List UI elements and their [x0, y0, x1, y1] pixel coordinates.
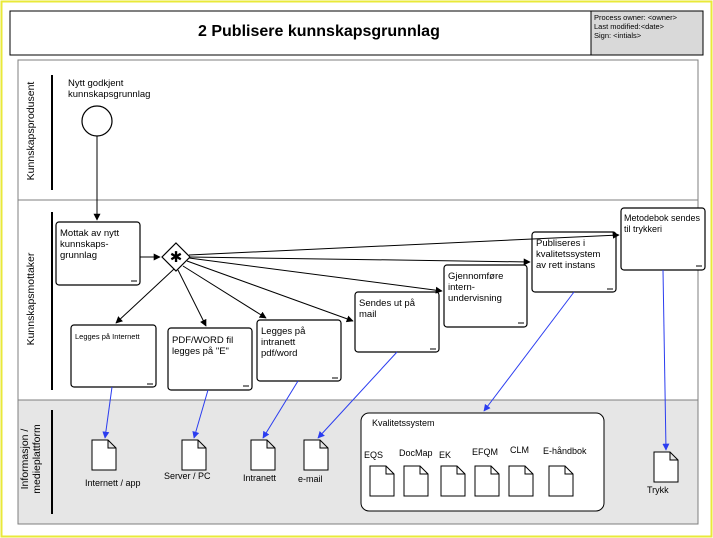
- doc-internett[interactable]: [91, 439, 117, 471]
- last-modified: Last modified:<date>: [594, 22, 665, 31]
- task-undervisning-label: Gjennomføre intern- undervisning: [448, 271, 504, 304]
- header-box: [9, 10, 704, 56]
- doc-label-server: Server / PC: [164, 471, 211, 481]
- task-trykk-label: Metodebok sendes til trykkeri: [624, 213, 701, 234]
- assoc-kvalitet: [483, 291, 575, 412]
- lane-label-kunnskapsprodusent: Kunnskapsprodusent: [25, 81, 37, 181]
- kvs-item-ehandbok: E-håndbok: [543, 446, 587, 456]
- flow-gateway-to-trykk: [188, 231, 620, 256]
- doc-docmap[interactable]: [403, 465, 429, 497]
- task-internett[interactable]: [70, 324, 157, 388]
- doc-efqm[interactable]: [474, 465, 500, 497]
- sign: Sign: <intials>: [594, 31, 642, 40]
- lane-label-medieplattform: Informasjon / medieplattform: [19, 394, 43, 524]
- lane-label-kunnskapsmottaker: Kunnskapsmottaker: [25, 252, 37, 346]
- doc-eqs[interactable]: [369, 465, 395, 497]
- process-owner: Process owner: <owner>: [594, 13, 677, 22]
- task-markers: [131, 265, 702, 387]
- meta-box: [590, 10, 704, 56]
- flow-gateway-to-pdf: [177, 269, 207, 327]
- task-mottak[interactable]: [55, 221, 141, 286]
- kvalitetssystem-title: Kvalitetssystem: [372, 418, 435, 428]
- doc-intranett[interactable]: [250, 439, 276, 471]
- flow-gateway-to-intranett: [182, 265, 267, 319]
- task-pdf[interactable]: [167, 327, 253, 391]
- kvs-item-ek: EK: [439, 450, 452, 460]
- doc-label-trykk: Trykk: [647, 485, 669, 495]
- task-intranett[interactable]: [256, 319, 342, 382]
- task-mottak-label: Mottak av nytt kunnskaps- grunnlag: [60, 228, 120, 261]
- task-kvalitet-label: Publiseres i kvalitetssystem av rett ins…: [536, 238, 601, 271]
- kvs-item-eqs: EQS: [364, 450, 384, 460]
- doc-server[interactable]: [181, 439, 207, 471]
- task-mail-label: Sendes ut på mail: [359, 298, 415, 320]
- task-pdf-label: PDF/WORD fil legges på "E": [172, 335, 234, 357]
- start-event[interactable]: [81, 105, 113, 137]
- kvs-item-docmap: DocMap: [399, 448, 433, 458]
- gateway[interactable]: [161, 242, 191, 272]
- doc-ehandbok[interactable]: [548, 465, 574, 497]
- assoc-intranett: [262, 380, 299, 439]
- doc-label-email: e-mail: [298, 474, 323, 484]
- doc-label-internett: Internett / app: [85, 478, 141, 488]
- flow-gateway-to-mail: [186, 260, 354, 323]
- assoc-internett: [102, 386, 113, 439]
- doc-clm[interactable]: [508, 465, 534, 497]
- assoc-trykk: [662, 269, 670, 451]
- doc-trykk[interactable]: [653, 451, 679, 483]
- sequence-flows: [93, 136, 620, 327]
- documents: [91, 439, 679, 497]
- association-flows: [102, 269, 670, 451]
- task-intranett-label: Legges på intranett pdf/word: [261, 326, 306, 359]
- assoc-mail: [317, 351, 398, 439]
- lane-kunnskapsprodusent: [17, 59, 699, 201]
- gateway-symbol: ✱: [169, 248, 183, 266]
- lane-label-medieplattform-text: Informasjon / medieplattform: [19, 424, 43, 494]
- flow-gateway-to-kvalitet: [189, 256, 531, 266]
- flow-gateway-to-undervisning: [188, 257, 443, 294]
- doc-label-intranett: Intranett: [243, 473, 277, 483]
- kvs-item-clm: CLM: [510, 445, 530, 455]
- page-title: 2 Publisere kunnskapsgrunnlag: [198, 23, 440, 40]
- task-internett-label: Legges på Internett: [75, 332, 140, 341]
- assoc-pdf: [192, 389, 209, 439]
- flow-gateway-to-internett: [115, 268, 175, 324]
- doc-ek[interactable]: [440, 465, 466, 497]
- doc-email[interactable]: [303, 439, 329, 471]
- task-undervisning[interactable]: [443, 264, 528, 328]
- start-event-label: Nytt godkjent kunnskapsgrunnlag: [68, 78, 151, 100]
- kvs-item-efqm: EFQM: [472, 447, 498, 457]
